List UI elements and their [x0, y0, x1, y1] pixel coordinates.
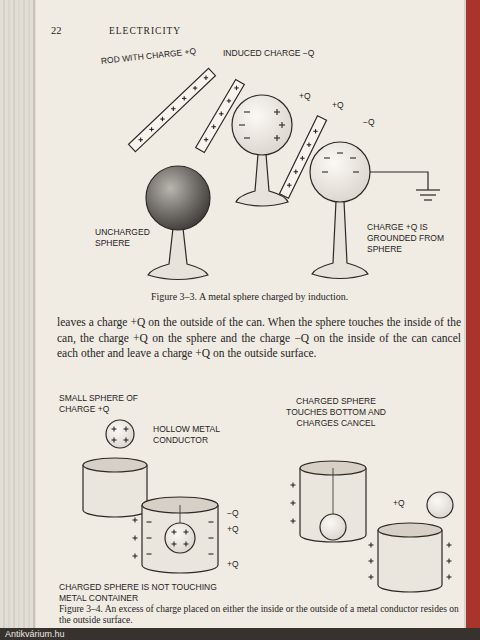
plus-sign — [173, 542, 174, 547]
plus-sign — [276, 135, 277, 141]
plus-sign — [370, 543, 371, 548]
plus-sign — [151, 127, 152, 131]
plus-sign — [292, 501, 293, 506]
minus-sign — [147, 537, 152, 538]
part-label: CHARGE +Q IS GROUNDED FROM SPHERE — [366, 222, 446, 255]
plus-sign — [292, 519, 293, 524]
figure-caption: Figure 3–3. A metal sphere charged by in… — [150, 290, 349, 303]
charged-rod — [280, 116, 327, 198]
minus-sign — [324, 157, 330, 158]
charge-label: +Q — [226, 524, 240, 535]
part-label: UNCHARGED SPHERE — [94, 227, 158, 249]
can-charged — [378, 492, 453, 592]
minus-sign — [239, 124, 245, 125]
plus-sign — [448, 575, 449, 580]
running-head: ELECTRICITY — [108, 25, 182, 37]
small-sphere — [106, 420, 134, 448]
minus-sign — [350, 157, 356, 158]
charge-label: +Q — [298, 91, 312, 102]
plus-sign — [185, 530, 186, 535]
plus-sign — [162, 117, 163, 121]
hollow-can — [83, 458, 147, 517]
can-with-sphere — [142, 497, 218, 573]
plus-sign — [195, 86, 196, 90]
minus-sign — [147, 553, 152, 554]
plus-sign — [289, 183, 290, 187]
minus-sign — [147, 521, 152, 522]
minus-sign — [209, 521, 214, 522]
plus-sign — [295, 170, 296, 174]
plus-sign — [221, 112, 222, 116]
part-label: SMALL SPHERE OF CHARGE +Q — [58, 393, 140, 415]
plus-sign — [302, 156, 303, 160]
plus-sign — [140, 138, 141, 142]
plus-sign — [308, 143, 309, 147]
plus-sign — [370, 559, 371, 564]
watermark: Antikvárium.hu — [4, 628, 66, 640]
part-label: CHARGED SPHERE IS NOT TOUCHING METAL CON… — [58, 582, 228, 604]
plus-sign — [205, 76, 206, 80]
plus-sign — [113, 438, 114, 443]
plus-sign — [281, 122, 282, 128]
charge-label: −Q — [362, 117, 376, 128]
plus-sign — [173, 107, 174, 111]
minus-sign — [244, 111, 250, 112]
minus-sign — [209, 537, 214, 538]
can-sphere-touching — [300, 461, 366, 542]
cover-edge — [464, 0, 480, 640]
plus-sign — [236, 86, 237, 90]
plus-sign — [185, 542, 186, 547]
minus-sign — [353, 171, 359, 172]
part-label: HOLLOW METAL CONDUCTOR — [152, 424, 238, 446]
charged-rod — [196, 79, 245, 152]
plus-sign — [448, 543, 449, 548]
plus-sign — [134, 518, 135, 523]
plus-sign — [125, 427, 126, 432]
plus-sign — [315, 129, 316, 133]
sphere-grounded — [310, 142, 370, 279]
plus-sign — [370, 575, 371, 580]
charge-label: −Q — [226, 508, 240, 519]
minus-sign — [244, 137, 250, 138]
plus-sign — [206, 137, 207, 141]
charge-label: +Q — [331, 100, 345, 111]
plus-sign — [213, 125, 214, 129]
minus-sign — [209, 553, 214, 554]
minus-sign — [337, 152, 343, 153]
part-label: ROD WITH CHARGE +Q — [99, 46, 197, 67]
body-text: leaves a charge +Q on the outside of the… — [56, 315, 462, 362]
page-edges — [0, 0, 36, 640]
plus-sign — [184, 96, 185, 100]
ground-symbol — [370, 172, 440, 200]
part-label: INDUCED CHARGE −Q — [222, 48, 315, 59]
sphere-uncharged — [146, 166, 210, 280]
plus-sign — [173, 530, 174, 535]
plus-sign — [134, 536, 135, 541]
plus-sign — [134, 554, 135, 559]
part-label: CHARGED SPHERE TOUCHES BOTTOM AND CHARGE… — [284, 396, 388, 429]
charge-label: +Q — [226, 559, 240, 570]
plus-sign — [448, 559, 449, 564]
plus-sign — [292, 483, 293, 488]
figure-caption: Figure 3–4. An excess of charge placed o… — [58, 604, 462, 626]
plus-sign — [228, 99, 229, 103]
minus-sign — [322, 171, 328, 172]
charge-label: +Q — [392, 498, 406, 509]
page-number: 22 — [50, 24, 63, 37]
bottom-strip — [0, 628, 480, 640]
plus-sign — [125, 438, 126, 443]
charged-rods — [129, 68, 327, 198]
plus-sign — [113, 427, 114, 432]
plus-sign — [276, 109, 277, 115]
